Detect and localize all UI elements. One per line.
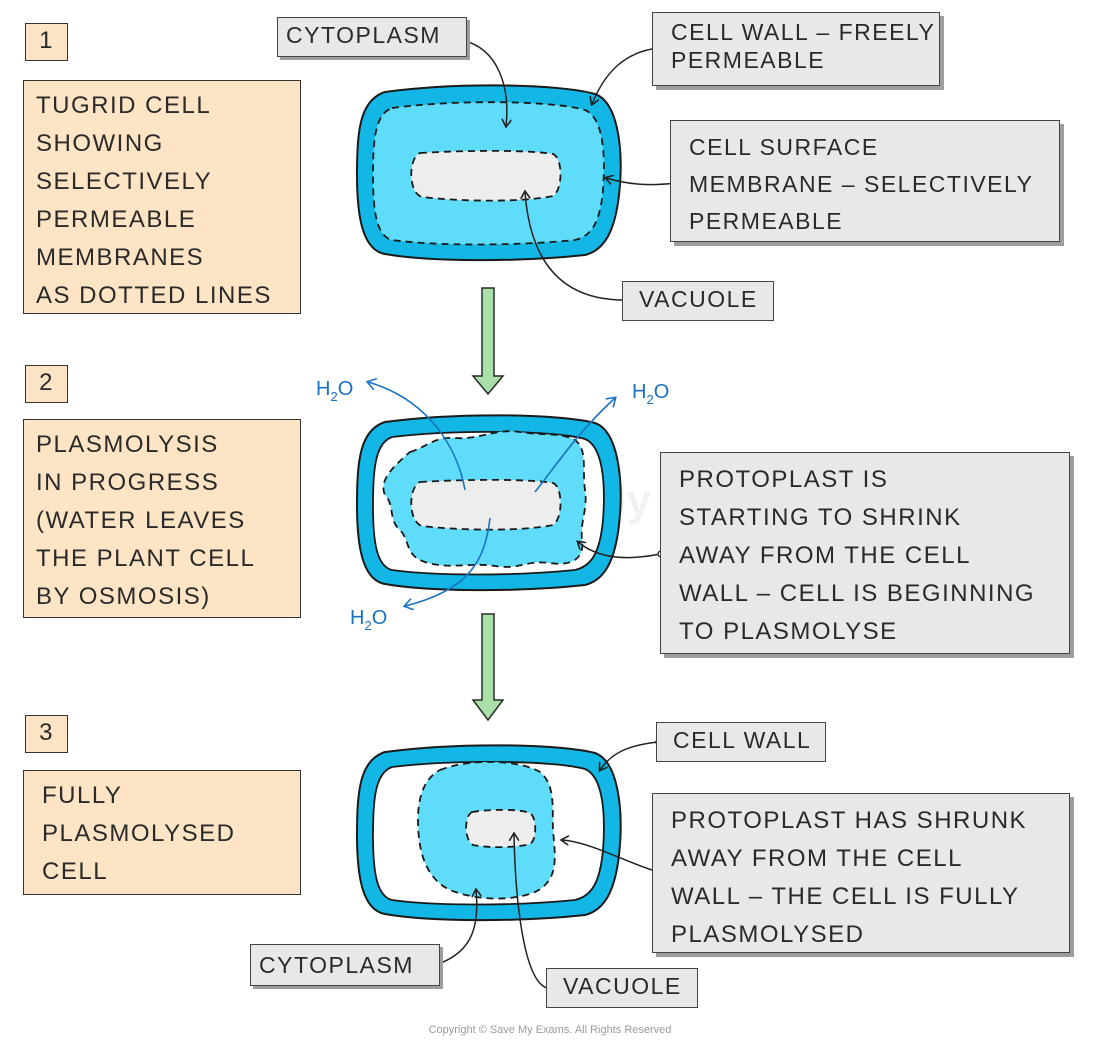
turgid-cell bbox=[355, 84, 622, 262]
protoplast-3-line-4: PLASMOLYSED bbox=[671, 921, 865, 948]
desc-2-line-2: IN PROGRESS bbox=[36, 469, 220, 496]
water-label-3: H2O bbox=[350, 607, 387, 633]
protoplast-2-line-2: STARTING TO SHRINK bbox=[679, 504, 962, 531]
desc-1-line-5: MEMBRANES bbox=[36, 244, 205, 271]
step-description-2: PLASMOLYSIS IN PROGRESS (WATER LEAVES TH… bbox=[23, 419, 301, 618]
step-number-1: 1 bbox=[25, 23, 68, 61]
step-description-1: TUGRID CELL SHOWING SELECTIVELY PERMEABL… bbox=[23, 80, 301, 314]
step-number-3: 3 bbox=[25, 715, 68, 753]
copyright-notice: Copyright © Save My Exams. All Rights Re… bbox=[428, 1024, 672, 1036]
desc-1-line-2: SHOWING bbox=[36, 130, 164, 157]
protoplast-3-line-2: AWAY FROM THE CELL bbox=[671, 845, 963, 872]
water-labels: H2O H2O H2O bbox=[316, 378, 669, 633]
desc-1-line-6: AS DOTTED LINES bbox=[36, 282, 272, 309]
desc-1-line-1: TUGRID CELL bbox=[36, 92, 212, 119]
cytoplasm-label-1: CYTOPLASM bbox=[277, 17, 467, 57]
cell-wall-label-1: CELL WALL – FREELY PERMEABLE bbox=[652, 12, 940, 86]
desc-3-line-2: PLASMOLYSED bbox=[42, 820, 236, 847]
protoplast-2-line-3: AWAY FROM THE CELL bbox=[679, 542, 971, 569]
protoplast-label-3: PROTOPLAST HAS SHRUNK AWAY FROM THE CELL… bbox=[652, 793, 1070, 953]
cytoplasm-label-3: CYTOPLASM bbox=[250, 944, 440, 986]
desc-1-line-3: SELECTIVELY bbox=[36, 168, 213, 195]
plasmolysing-cell bbox=[355, 414, 622, 592]
cell-wall-label-3: CELL WALL bbox=[656, 722, 826, 762]
desc-2-line-5: BY OSMOSIS) bbox=[36, 583, 211, 610]
membrane-label-line-1: CELL SURFACE bbox=[689, 134, 879, 160]
desc-3-line-3: CELL bbox=[42, 858, 109, 885]
protoplast-2-line-1: PROTOPLAST IS bbox=[679, 466, 889, 493]
water-label-2: H2O bbox=[632, 381, 669, 407]
membrane-label-1: CELL SURFACE MEMBRANE – SELECTIVELY PERM… bbox=[670, 120, 1060, 242]
vacuole-2 bbox=[410, 478, 562, 531]
desc-1-line-4: PERMEABLE bbox=[36, 206, 197, 233]
membrane-label-line-3: PERMEABLE bbox=[689, 208, 844, 234]
down-arrow-2 bbox=[471, 613, 505, 722]
plasmolysed-cell bbox=[355, 744, 622, 922]
pointer-arrows bbox=[431, 39, 677, 989]
cell-wall-label-1-line-2: PERMEABLE bbox=[671, 47, 826, 73]
cell-wall-label-1-line-1: CELL WALL – FREELY bbox=[671, 19, 936, 45]
water-label-1: H2O bbox=[316, 378, 353, 404]
water-arrows bbox=[368, 382, 615, 606]
down-arrow-1 bbox=[471, 287, 505, 396]
protoplast-2-line-5: TO PLASMOLYSE bbox=[679, 618, 898, 645]
vacuole-1 bbox=[410, 149, 562, 202]
step-description-3: FULLY PLASMOLYSED CELL bbox=[23, 770, 301, 895]
desc-2-line-1: PLASMOLYSIS bbox=[36, 431, 219, 458]
protoplast-3-line-3: WALL – THE CELL IS FULLY bbox=[671, 883, 1020, 910]
protoplast-3-line-1: PROTOPLAST HAS SHRUNK bbox=[671, 807, 1028, 834]
protoplast-label-2: PROTOPLAST IS STARTING TO SHRINK AWAY FR… bbox=[660, 452, 1070, 654]
protoplast-2-line-4: WALL – CELL IS BEGINNING bbox=[679, 580, 1036, 607]
desc-2-line-3: (WATER LEAVES bbox=[36, 507, 246, 534]
step-number-2: 2 bbox=[25, 365, 68, 403]
desc-2-line-4: THE PLANT CELL bbox=[36, 545, 256, 572]
vacuole-label-1: VACUOLE bbox=[622, 281, 774, 321]
vacuole-3 bbox=[465, 808, 537, 849]
membrane-label-line-2: MEMBRANE – SELECTIVELY bbox=[689, 171, 1034, 197]
desc-3-line-1: FULLY bbox=[42, 782, 123, 809]
vacuole-label-3: VACUOLE bbox=[546, 968, 698, 1008]
